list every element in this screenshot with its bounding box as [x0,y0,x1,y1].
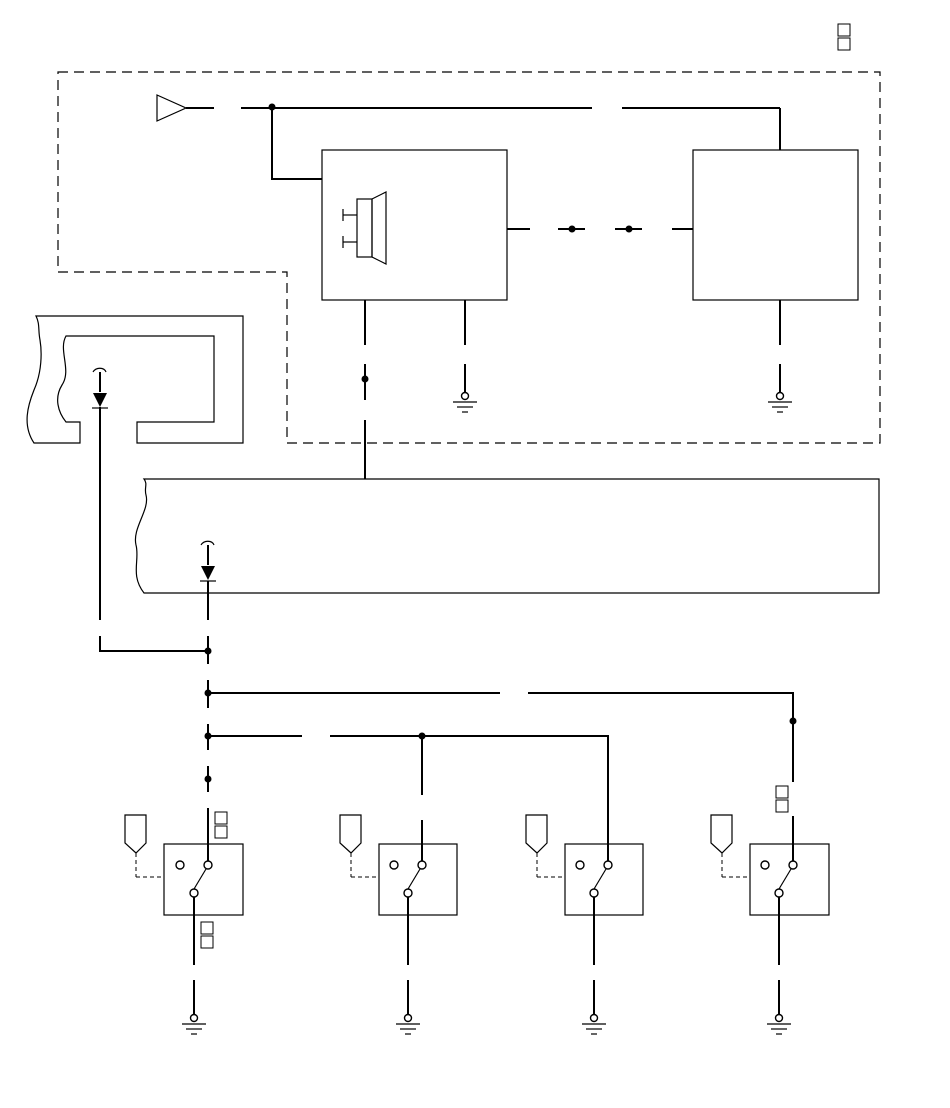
door-switch-3 [525,814,644,1015]
dashed-enclosure [57,71,881,444]
ground-icon [396,1013,420,1035]
ground-icon [182,1013,206,1035]
door-switch-4 [710,814,830,1015]
fuse-box-left [26,315,244,444]
ground-icon [582,1013,606,1035]
door-switch-2 [339,814,458,1015]
speaker-icon [342,191,387,265]
fuse-icon [200,540,216,582]
fuse-box-main [134,478,880,594]
fuse-icon [92,367,108,409]
connector-label-icon [214,811,228,839]
door-switch-1 [124,814,244,1015]
ground-icon [768,391,792,413]
connector-label-icon [775,785,789,813]
page-marker [837,23,851,51]
ground-icon [767,1013,791,1035]
buzzer-unit [321,149,508,301]
ground-icon [453,391,477,413]
input-terminal-icon [156,94,188,122]
connector-label-icon [200,921,214,949]
control-unit [692,149,859,301]
